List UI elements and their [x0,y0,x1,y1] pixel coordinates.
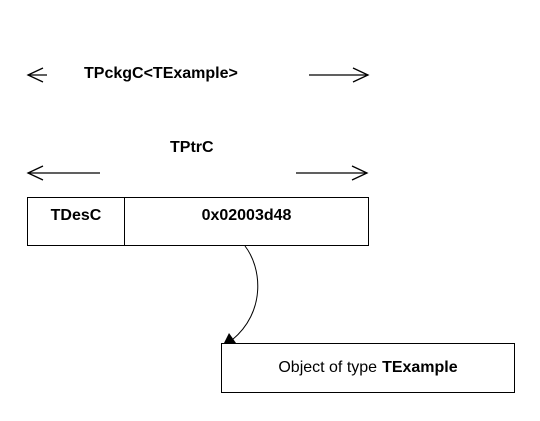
object-box-type-name: TExample [382,359,458,376]
outer-left-arrow [26,67,47,83]
ptr-left-arrow [26,165,100,181]
object-box: Object of type TExample [221,343,515,393]
outer-type-label: TPckgC<TExample> [84,65,238,82]
pointer-type-label: TPtrC [170,139,214,156]
pointer-connector-curve [231,245,259,341]
ptr-right-arrow [296,165,369,181]
pointer-arrowhead [224,333,236,343]
address-cell-value: 0x02003d48 [201,206,292,224]
descriptor-cell-label: TDesC [50,206,102,224]
address-cell: 0x02003d48 [124,197,369,246]
descriptor-cell: TDesC [27,197,125,246]
object-box-prefix: Object of type [278,359,378,376]
outer-right-arrow [309,67,370,83]
